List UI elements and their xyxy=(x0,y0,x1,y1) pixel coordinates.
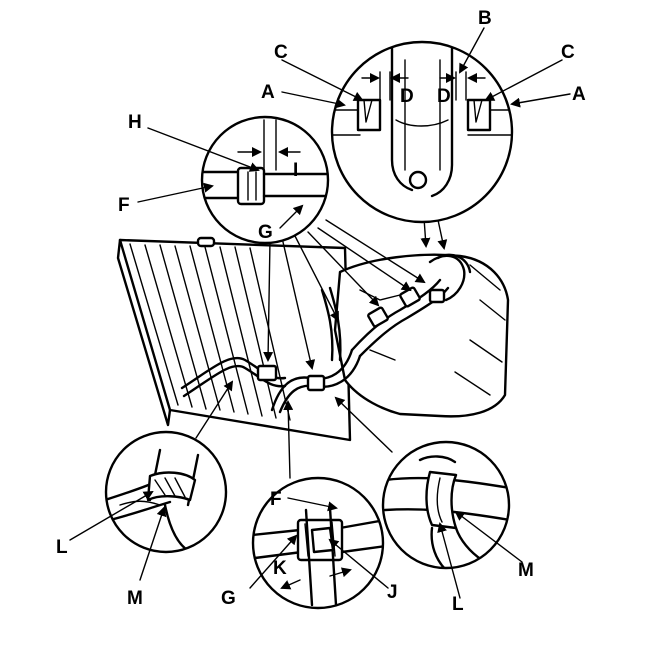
callout-i: I xyxy=(293,160,298,181)
callout-l-left: L xyxy=(56,537,68,558)
callout-g-top: G xyxy=(258,222,273,243)
callout-h: H xyxy=(128,112,142,133)
callout-f-top: F xyxy=(118,195,130,216)
callout-c-right: C xyxy=(561,42,575,63)
callout-a-right: A xyxy=(572,84,586,105)
engine-block xyxy=(333,253,510,418)
callout-m-right: M xyxy=(518,560,534,581)
callout-b: B xyxy=(478,8,492,29)
callout-l-right: L xyxy=(452,594,464,615)
callout-k: K xyxy=(273,558,287,579)
callout-m-left: M xyxy=(127,588,143,609)
callout-j: J xyxy=(387,582,398,603)
callout-d-left: D xyxy=(400,86,414,107)
hoses xyxy=(180,253,472,414)
callout-g-bottom: G xyxy=(221,588,236,609)
detail-circle-bottom-center xyxy=(249,476,389,610)
leader-arrows xyxy=(195,217,448,479)
detail-circle-bottom-left xyxy=(69,430,228,581)
callout-a-left: A xyxy=(261,82,275,103)
detail-circle-top-right xyxy=(281,27,571,224)
callout-f-bottom: F xyxy=(270,489,282,510)
callout-c-left: C xyxy=(274,42,288,63)
detail-circle-top-left xyxy=(137,115,330,245)
radiator xyxy=(116,236,352,442)
callout-d-right: D xyxy=(437,86,451,107)
detail-circle-bottom-right xyxy=(381,440,523,599)
callout-labels: A A B C C D D H I F G L M F G K J M L xyxy=(56,8,586,615)
